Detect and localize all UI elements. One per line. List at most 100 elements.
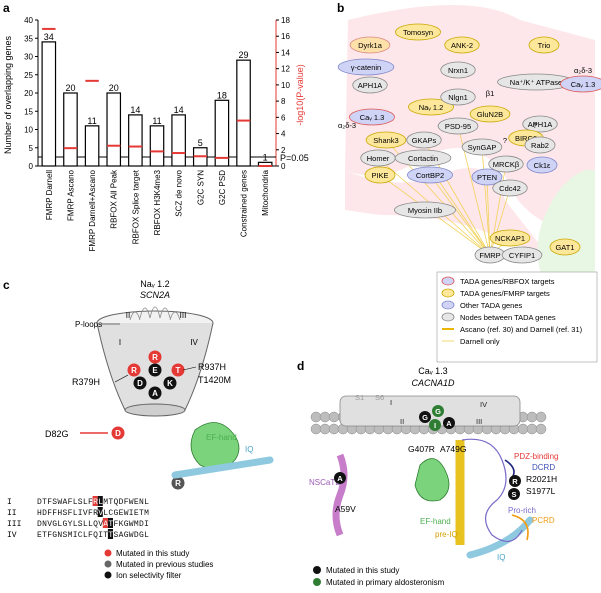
network-node xyxy=(365,131,407,149)
alignment-char: G xyxy=(52,520,57,529)
network-node xyxy=(461,138,503,156)
y-tick-label-left: 15 xyxy=(24,107,33,116)
c-terminus-tail xyxy=(461,438,523,542)
residue-circle xyxy=(127,363,141,377)
cav-residue-letter: A xyxy=(446,419,452,428)
alignment-char: Q xyxy=(93,520,98,529)
alignment-char: D xyxy=(134,531,139,540)
network-node-label: APH1A xyxy=(528,120,553,129)
pcrd-label: PCRD xyxy=(532,516,555,525)
nscate-label: NSCaTE xyxy=(309,478,341,487)
alignment-char: H xyxy=(57,509,62,518)
alignment-char: L xyxy=(83,520,88,529)
alignment-char: L xyxy=(83,498,88,507)
bar-value-label: 29 xyxy=(239,50,249,60)
network-node-label: Cdc42 xyxy=(499,184,521,193)
network-node-label: APH1A xyxy=(358,81,383,90)
cav-mutation-label: G407R xyxy=(408,444,435,454)
y-tick-label-right: 6 xyxy=(281,113,286,122)
y-tick-label-left: 25 xyxy=(24,71,33,80)
pre-iq-label: pre-IQ xyxy=(435,530,458,539)
mutation-label: T1420M xyxy=(198,375,231,385)
alignment-char: V xyxy=(83,509,88,518)
alignment-char: Q xyxy=(93,531,98,540)
segment-label: S1 xyxy=(355,393,364,402)
segment-label: S6 xyxy=(375,393,384,402)
alignment-char: F xyxy=(114,520,119,529)
y2-axis-title: -log10(P-value) xyxy=(295,64,305,126)
category-label: Constrained genes xyxy=(240,170,249,237)
r-circle xyxy=(171,476,185,490)
lipid-head xyxy=(535,423,547,435)
alignment-char: S xyxy=(63,531,68,540)
y-tick-label-right: 12 xyxy=(281,65,290,74)
alignment-char: L xyxy=(88,520,93,529)
alignment-char: V xyxy=(98,509,103,518)
alignment-char: S xyxy=(63,509,68,518)
network-node xyxy=(488,155,524,173)
alignment-char: F xyxy=(68,509,73,518)
network-node-label: ? xyxy=(503,136,507,145)
network-node xyxy=(528,36,560,54)
cav-residue-circle xyxy=(432,405,444,417)
legend-text: Nodes between TADA genes xyxy=(460,313,556,322)
network-node xyxy=(394,201,456,219)
y-tick-label-left: 40 xyxy=(24,16,33,25)
legend-text: Mutated in previous studies xyxy=(116,560,213,569)
alignment-char: N xyxy=(57,531,62,540)
y-tick-label-left: 30 xyxy=(24,53,33,62)
domain-label: III xyxy=(180,311,187,320)
network-node-label: Myosin IIb xyxy=(408,206,442,215)
category-label: RBFOX All Peak xyxy=(110,169,119,229)
cav13-gene: CACNA1D xyxy=(411,378,455,388)
network-node xyxy=(437,117,479,135)
alignment-char: F xyxy=(52,509,57,518)
network-node-label: Cortactin xyxy=(408,154,438,163)
residue-circle xyxy=(171,363,185,377)
cav-residue-circle xyxy=(419,411,431,423)
network-node-label: Rab2 xyxy=(531,141,549,150)
bar-value-label: 11 xyxy=(87,116,96,126)
legend-text: Ascano (ref. 30) and Darnell (ref. 31) xyxy=(460,325,583,334)
network-node-label: Shank3 xyxy=(373,136,398,145)
network-node-label: Trio xyxy=(538,41,551,50)
bar-value-label: 18 xyxy=(217,90,227,100)
lipid-head xyxy=(535,411,547,423)
residue-circle xyxy=(133,376,147,390)
threshold-label: P=0.05 xyxy=(280,153,309,163)
residue-letter: E xyxy=(152,366,158,375)
y-tick-label-right: 8 xyxy=(281,97,286,106)
bar xyxy=(63,92,78,167)
cav-mutation-label: A749G xyxy=(440,444,466,454)
residue-circle xyxy=(163,376,177,390)
alignment-char: V xyxy=(98,520,103,529)
alignment-char: E xyxy=(119,509,124,518)
network-node xyxy=(444,36,480,54)
domain-label: IV xyxy=(190,338,198,347)
network-node-label: γ-catenin xyxy=(351,63,381,72)
alignment-char: N xyxy=(139,498,144,507)
dcrd-label: DCRD xyxy=(532,463,555,472)
y-tick-label-left: 5 xyxy=(29,144,34,153)
network-node-label: Tomosyn xyxy=(403,28,433,37)
alignment-char: A xyxy=(103,520,108,529)
network-node-label: MRCKβ xyxy=(493,160,520,169)
alignment-char: E xyxy=(134,509,139,518)
nscate-helix xyxy=(332,453,348,537)
alignment-char: T xyxy=(42,531,47,540)
alignment-char: M xyxy=(144,509,149,518)
bar xyxy=(236,59,251,167)
alignment-char: L xyxy=(144,531,149,540)
alignment-char: L xyxy=(83,531,88,540)
network-node-label: Nlgn1 xyxy=(448,93,468,102)
r2021-letter: R xyxy=(512,477,518,486)
category-label: G2C SYN xyxy=(196,170,205,205)
alignment-highlight xyxy=(107,529,113,539)
alignment-char: Y xyxy=(68,520,73,529)
alignment-char: G xyxy=(63,520,68,529)
legend-swatch xyxy=(441,288,455,298)
